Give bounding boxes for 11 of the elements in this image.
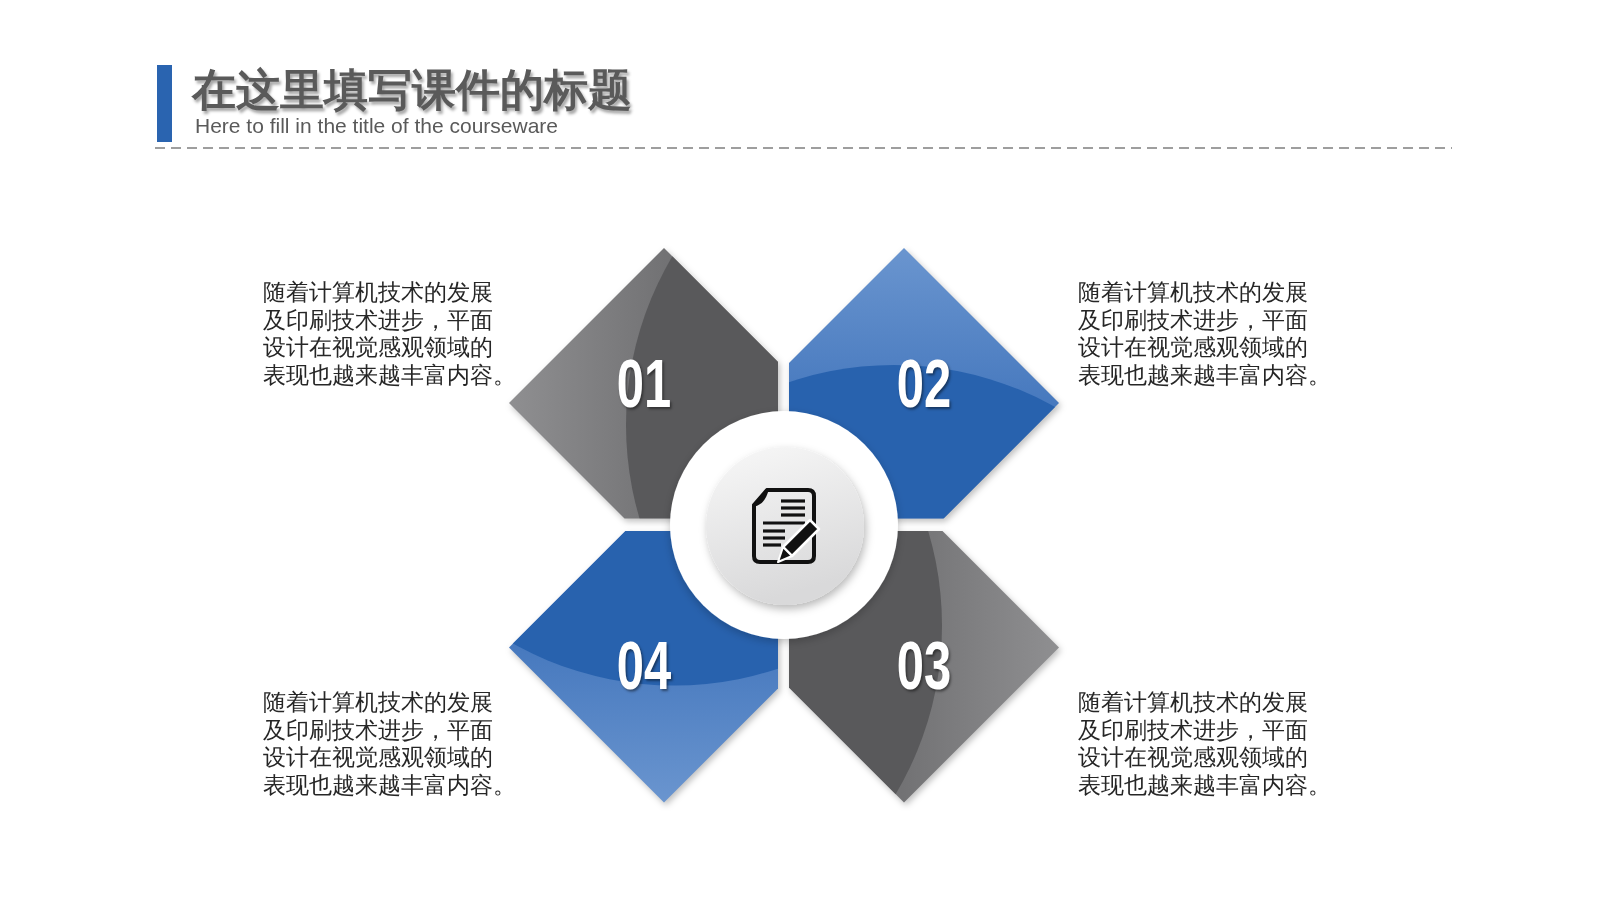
step-number: 03: [896, 630, 952, 699]
subtitle-text: Here to fill in the title of the courseware: [195, 113, 558, 139]
slide-title: 在这里填写课件的标题: [192, 64, 632, 116]
description-text: 随着计算机技术的发展及印刷技术进步，平面设计在视觉感观领域的表现也越来越丰富内容。: [1078, 689, 1331, 799]
step-number: 02: [896, 348, 952, 417]
step-number: 01: [616, 348, 672, 417]
description-text: 随着计算机技术的发展及印刷技术进步，平面设计在视觉感观领域的表现也越来越丰富内容。: [263, 689, 516, 799]
description-text: 随着计算机技术的发展及印刷技术进步，平面设计在视觉感观领域的表现也越来越丰富内容。: [1078, 279, 1331, 389]
description-text: 随着计算机技术的发展及印刷技术进步，平面设计在视觉感观领域的表现也越来越丰富内容。: [263, 279, 516, 389]
step-number: 04: [616, 630, 672, 699]
center-circle: [669, 410, 899, 640]
